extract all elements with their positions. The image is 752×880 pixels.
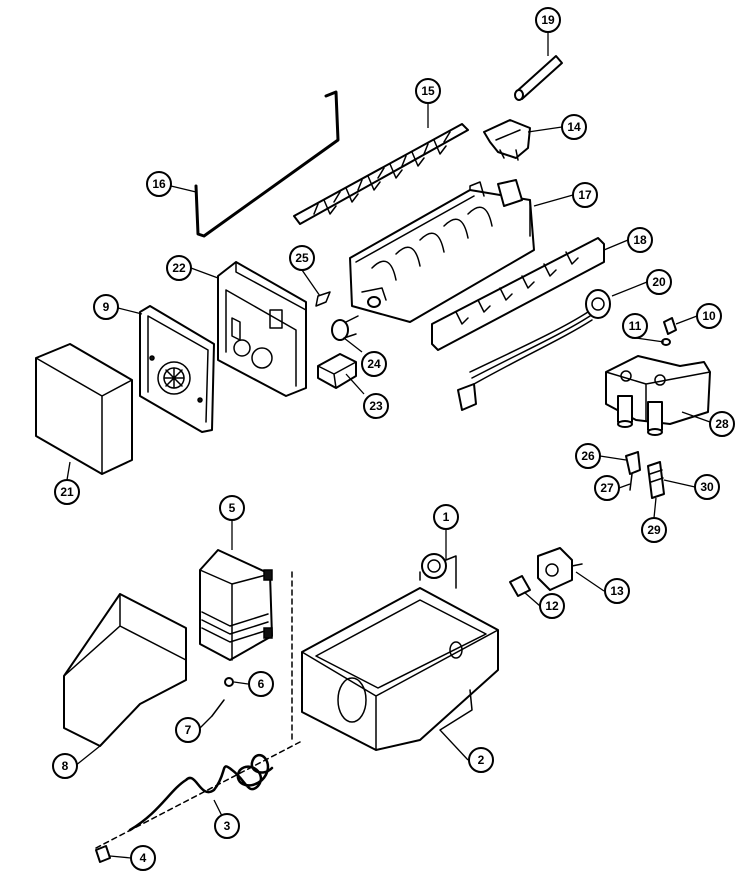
callout-15: 15 <box>415 78 441 104</box>
shutoff-arm-part <box>194 90 340 238</box>
front-cover-part <box>63 593 187 747</box>
callout-6: 6 <box>248 671 274 697</box>
callout-label-23: 23 <box>369 399 383 413</box>
ice-bin-part <box>301 587 499 751</box>
callout-label-4: 4 <box>140 851 147 865</box>
callout-13: 13 <box>604 578 630 604</box>
thermostat-part <box>331 315 359 341</box>
control-housing-part <box>217 261 307 397</box>
callout-4: 4 <box>130 845 156 871</box>
callout-label-27: 27 <box>600 481 614 495</box>
callout-label-29: 29 <box>647 523 661 537</box>
switch-part <box>537 547 583 591</box>
callout-label-7: 7 <box>185 723 192 737</box>
water-valve-part <box>605 355 711 436</box>
callout-label-8: 8 <box>62 759 69 773</box>
coupler-part <box>509 575 531 597</box>
callout-14: 14 <box>561 114 587 140</box>
callout-label-15: 15 <box>421 84 435 98</box>
callout-5: 5 <box>219 495 245 521</box>
callout-16: 16 <box>146 171 172 197</box>
fitting-part <box>625 451 641 491</box>
callout-25: 25 <box>289 245 315 271</box>
pin-part <box>211 699 225 717</box>
callout-label-3: 3 <box>224 819 231 833</box>
callout-label-14: 14 <box>567 120 581 134</box>
ejector-part <box>293 123 469 225</box>
wire-harness-part <box>457 289 611 411</box>
callout-label-21: 21 <box>60 485 74 499</box>
tube-insert-part <box>647 461 665 499</box>
callout-27: 27 <box>594 475 620 501</box>
callout-8: 8 <box>52 753 78 779</box>
callout-label-18: 18 <box>633 233 647 247</box>
callout-21: 21 <box>54 479 80 505</box>
callout-17: 17 <box>572 182 598 208</box>
callout-2: 2 <box>468 747 494 773</box>
clip-part <box>315 291 331 307</box>
callout-label-13: 13 <box>610 584 624 598</box>
callout-label-2: 2 <box>478 753 485 767</box>
callout-label-22: 22 <box>172 261 186 275</box>
callout-label-12: 12 <box>545 599 559 613</box>
callout-20: 20 <box>646 269 672 295</box>
mold-support-part <box>431 237 605 351</box>
callout-10: 10 <box>696 303 722 329</box>
callout-label-17: 17 <box>578 188 592 202</box>
auger-wire-part <box>128 754 274 832</box>
callout-24: 24 <box>361 351 387 377</box>
callout-3: 3 <box>214 813 240 839</box>
cap-parts <box>661 317 677 346</box>
callout-23: 23 <box>363 393 389 419</box>
mounting-plate-part <box>139 305 215 433</box>
ice-mold-part <box>349 179 535 323</box>
callout-label-9: 9 <box>103 300 110 314</box>
callout-12: 12 <box>539 593 565 619</box>
nut-part <box>95 845 111 863</box>
control-cover-part <box>35 343 133 475</box>
callout-18: 18 <box>627 227 653 253</box>
callout-29: 29 <box>641 517 667 543</box>
callout-label-10: 10 <box>702 309 716 323</box>
callout-28: 28 <box>709 411 735 437</box>
bin-motor-part <box>419 553 457 589</box>
screw-part <box>224 677 234 687</box>
callout-label-6: 6 <box>258 677 265 691</box>
callout-label-24: 24 <box>367 357 381 371</box>
callout-19: 19 <box>535 7 561 33</box>
callout-1: 1 <box>433 504 459 530</box>
callout-label-16: 16 <box>152 177 166 191</box>
fill-tube-part <box>514 55 563 101</box>
callout-label-26: 26 <box>581 449 595 463</box>
callout-label-28: 28 <box>715 417 729 431</box>
bracket-plate-part <box>317 353 357 389</box>
callout-label-1: 1 <box>443 510 450 524</box>
callout-label-5: 5 <box>229 501 236 515</box>
callout-11: 11 <box>622 313 648 339</box>
chute-part <box>199 549 273 661</box>
callout-label-19: 19 <box>541 13 555 27</box>
callout-26: 26 <box>575 443 601 469</box>
callout-label-20: 20 <box>652 275 666 289</box>
callout-label-11: 11 <box>629 319 642 333</box>
mounting-bracket-part <box>483 119 531 161</box>
callout-label-30: 30 <box>700 480 714 494</box>
callout-22: 22 <box>166 255 192 281</box>
callout-7: 7 <box>175 717 201 743</box>
callout-9: 9 <box>93 294 119 320</box>
callout-30: 30 <box>694 474 720 500</box>
callout-label-25: 25 <box>295 251 309 265</box>
